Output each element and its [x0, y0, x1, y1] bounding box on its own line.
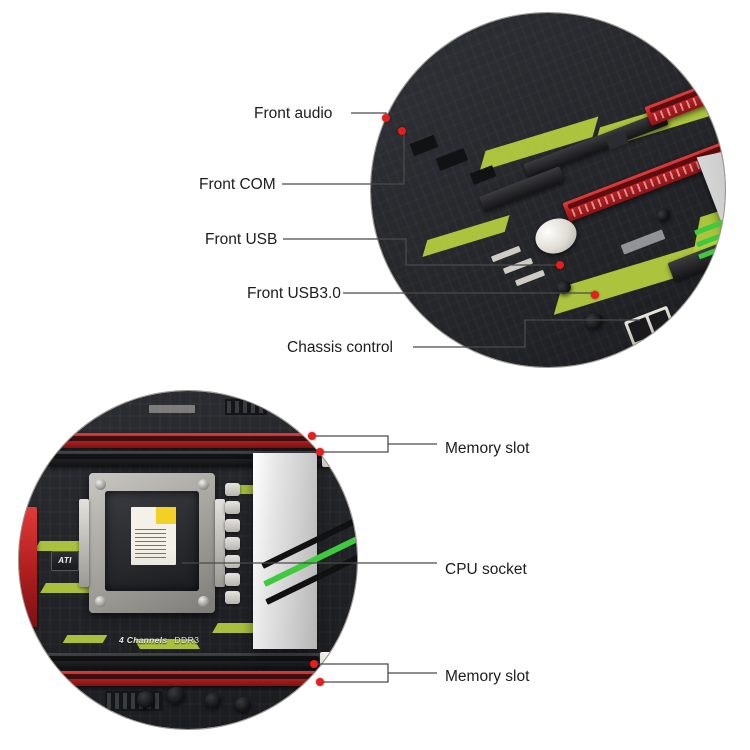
memory-slot-top-marker-dot-2	[316, 448, 324, 456]
front-audio-marker-dot	[382, 114, 390, 122]
capacitor	[205, 693, 221, 708]
front-usb-marker-dot	[556, 261, 564, 269]
memory-slot-contacts	[48, 656, 319, 661]
callout-label-chassis-control: Chassis control	[287, 339, 393, 356]
cpu-socket-warning-label	[131, 507, 177, 565]
front-panel-header-detail-photo	[370, 12, 726, 368]
socket-screw	[198, 479, 209, 490]
cpu-socket	[79, 473, 225, 613]
socket-retention-lever	[79, 499, 89, 587]
channels-text: 4 Channels	[119, 635, 168, 645]
socket-screw	[95, 479, 106, 490]
capacitor	[137, 691, 155, 708]
capacitor	[167, 687, 185, 704]
motherboard-photo-bottom: ATI 4 Channels DDR3	[19, 391, 357, 729]
smd-component	[55, 403, 95, 411]
ati-chipset-badge: ATI	[51, 551, 79, 571]
callout-label-front-audio: Front audio	[254, 105, 333, 122]
vrm-choke	[225, 573, 240, 586]
socket-screw	[95, 596, 106, 607]
memory-slot	[51, 432, 333, 449]
front-usb3-marker-dot	[591, 291, 599, 299]
vrm-choke	[225, 591, 240, 604]
callout-label-front-com: Front COM	[199, 176, 276, 193]
memory-slot-clip	[320, 432, 333, 449]
seven-segment-digit	[627, 317, 653, 343]
power-connector	[225, 399, 267, 415]
cpu-socket-cavity	[105, 491, 199, 591]
silkscreen-accent	[62, 635, 108, 643]
memory-slot-bottom-marker-dot-1	[310, 660, 318, 668]
callout-label-front-usb: Front USB	[205, 231, 278, 248]
memory-slot-contacts	[50, 674, 319, 679]
memory-slot	[43, 652, 333, 669]
memory-slot-contacts	[56, 436, 319, 441]
smd-component	[149, 405, 195, 413]
callout-label-front-usb3: Front USB3.0	[247, 285, 341, 302]
socket-retention-lever	[215, 499, 225, 587]
memory-slot-clip	[322, 450, 335, 467]
seven-segment-digit	[647, 309, 673, 335]
memory-channels-silkscreen: 4 Channels DDR3	[119, 635, 200, 645]
callout-label-memory-slot-bottom: Memory slot	[445, 668, 530, 685]
vrm-choke	[225, 537, 240, 550]
motherboard-photo-top	[371, 13, 725, 367]
memory-type-text: DDR3	[174, 635, 200, 645]
pcb-substrate-top	[371, 13, 725, 367]
vrm-choke	[225, 555, 240, 568]
vrm-choke	[225, 501, 240, 514]
capacitor	[235, 697, 251, 712]
socket-screw	[198, 596, 209, 607]
pcie-slot-left-edge	[19, 507, 37, 627]
front-com-marker-dot	[398, 127, 406, 135]
vrm-choke	[225, 483, 240, 496]
cpu-and-memory-detail-photo: ATI 4 Channels DDR3	[18, 390, 358, 730]
memory-slot-contacts	[54, 454, 321, 459]
vrm-choke	[225, 519, 240, 532]
memory-slot	[45, 670, 333, 687]
memory-slot-top-marker-dot-1	[308, 432, 316, 440]
memory-slot-clip	[320, 652, 333, 669]
callout-label-cpu-socket: CPU socket	[445, 561, 527, 578]
memory-slot-bottom-marker-dot-2	[316, 678, 324, 686]
callout-label-memory-slot-top: Memory slot	[445, 440, 530, 457]
